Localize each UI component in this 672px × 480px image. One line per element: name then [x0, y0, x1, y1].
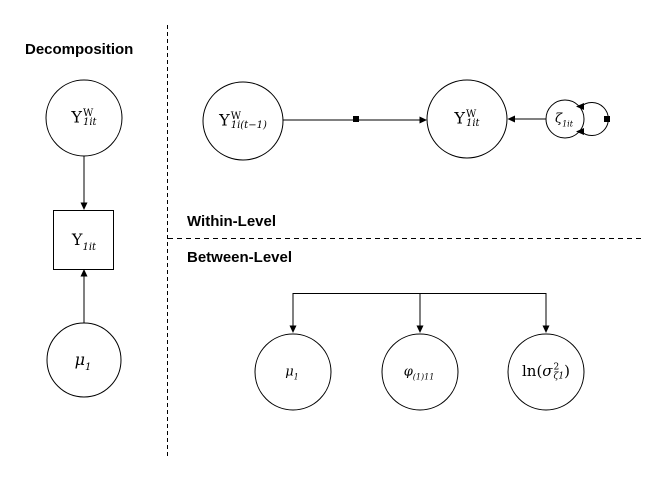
- random-slope-dot: [353, 116, 359, 122]
- edge-ylag-to-y-autoregression: [283, 116, 427, 124]
- label-base: φ: [403, 364, 413, 380]
- label-sub: 1i(t−1): [230, 120, 267, 131]
- between-level-title: Between-Level: [187, 249, 293, 266]
- label-base: Y: [71, 107, 82, 127]
- within-level-title: Within-Level: [187, 213, 277, 230]
- label-sub: 1: [85, 362, 92, 373]
- label-sub: 1it: [82, 242, 97, 253]
- label-sup: W: [230, 111, 241, 122]
- node-label-decomp-y-obs: Y1it: [71, 230, 96, 253]
- label-sub: 1it: [562, 119, 573, 129]
- label-sub: 1: [293, 372, 299, 382]
- node-within-y-lag-circle: [202, 81, 284, 161]
- label-sub: (1)11: [412, 372, 435, 382]
- label-post: ): [564, 362, 571, 380]
- label-base: σ: [542, 362, 553, 380]
- random-variance-dot: [604, 116, 610, 122]
- edge-zeta-to-y: [507, 115, 546, 123]
- label-base: Y: [454, 108, 465, 128]
- node-label-within-zeta: ζ1it: [555, 111, 573, 129]
- label-sub: ζ1: [553, 371, 565, 381]
- node-between-ln-sigma-circle: [507, 333, 585, 411]
- label-pre: ln(: [521, 362, 543, 380]
- label-base: Y: [71, 230, 83, 249]
- node-label-between-phi: φ(1)11: [403, 364, 435, 382]
- label-sup: 2: [553, 362, 560, 373]
- decomposition-title: Decomposition: [25, 41, 134, 58]
- edge-decomp-mu-to-yobs: [80, 269, 88, 323]
- node-decomp-y-obs-square: [53, 210, 114, 270]
- label-base: μ: [74, 350, 86, 369]
- node-within-y-circle: [426, 79, 508, 159]
- label-base: ζ: [555, 111, 563, 127]
- node-between-mu-circle: [254, 333, 332, 411]
- label-sub: 1it: [465, 118, 480, 129]
- node-label-between-mu: μ1: [285, 364, 299, 382]
- label-sup: W: [465, 109, 477, 120]
- label-sub: 1it: [82, 117, 97, 128]
- label-base: Y: [219, 110, 230, 130]
- between-fanout-bracket: [289, 293, 550, 333]
- zeta-variance-loop: [576, 102, 610, 136]
- label-base: μ: [285, 364, 294, 380]
- node-between-phi-circle: [381, 333, 459, 411]
- label-sup: W: [82, 108, 94, 119]
- node-label-decomp-mu: μ1: [74, 350, 92, 373]
- edge-decomp-ywithin-to-yobs: [80, 156, 88, 210]
